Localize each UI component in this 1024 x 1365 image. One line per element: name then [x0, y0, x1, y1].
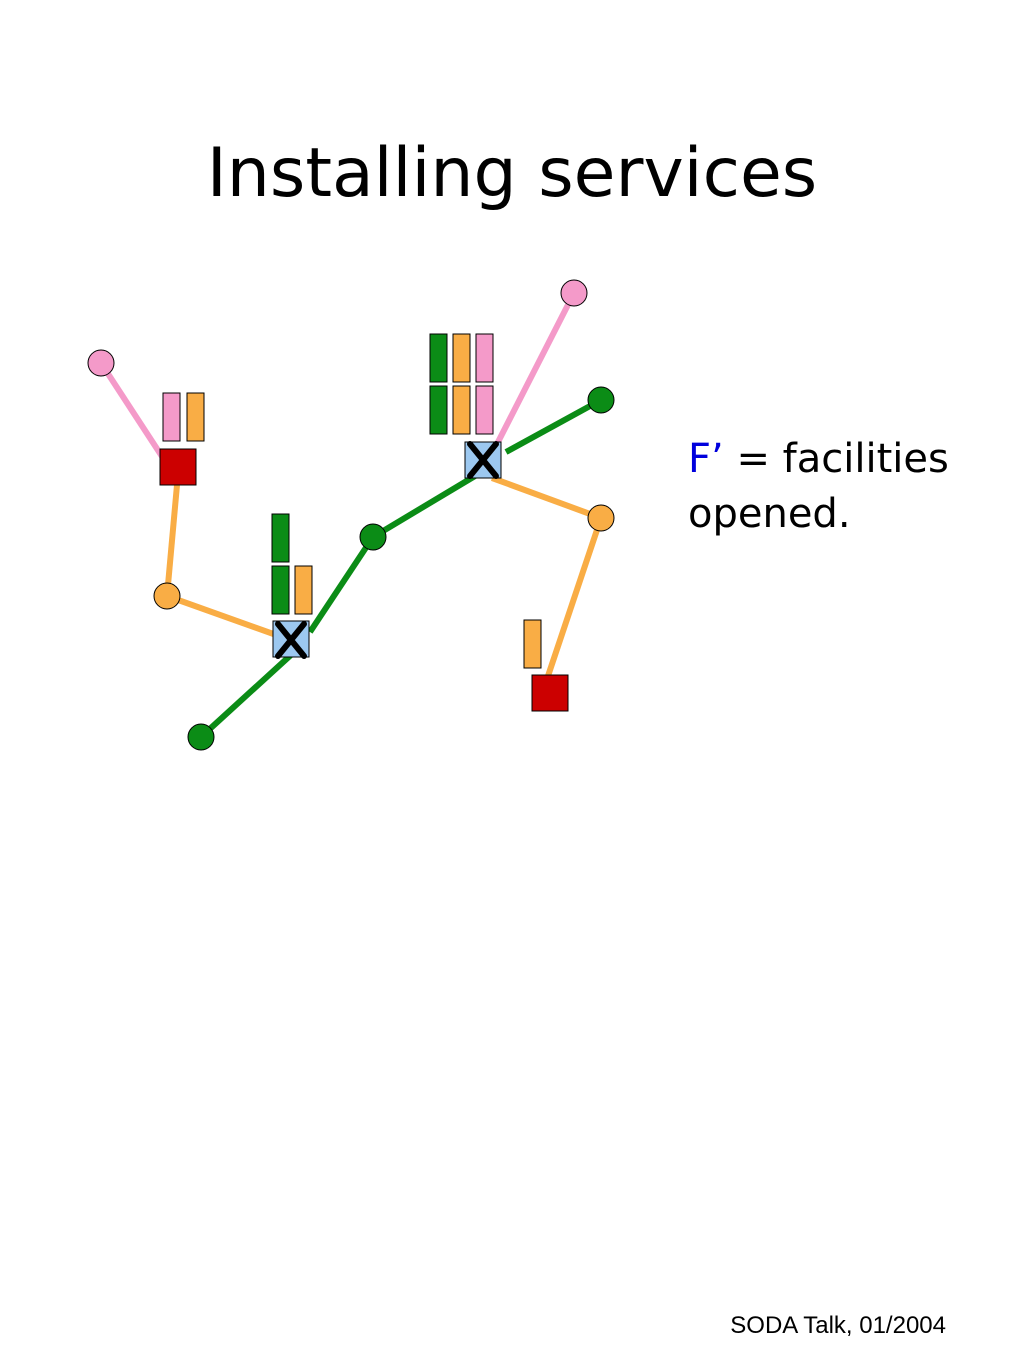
opened-facility	[272, 620, 310, 659]
service-bars-left	[162, 392, 205, 442]
f-prime-symbol: F’	[688, 436, 724, 482]
client-node-pink	[560, 279, 588, 307]
edge-green-lower	[198, 651, 295, 740]
edge-orange-right-down	[545, 517, 604, 677]
footer: SODA Talk, 01/2004	[730, 1312, 946, 1339]
edges	[98, 291, 604, 740]
x-mark-icon	[275, 621, 307, 659]
service-bar-green	[429, 385, 448, 435]
service-bar-pink	[475, 333, 494, 383]
service-bar-orange	[523, 619, 542, 669]
service-bars-middle	[271, 513, 313, 615]
client-node-green	[587, 386, 615, 414]
slide-title: Installing services	[206, 134, 818, 213]
facility-square-red	[159, 448, 197, 486]
edge-orange-left-vertical	[164, 484, 180, 597]
service-bar-green	[271, 565, 290, 615]
caption-text-line1: = facilities	[723, 436, 949, 482]
edge-orange-right	[490, 475, 603, 521]
edge-green-right	[504, 397, 603, 455]
service-bar-orange	[452, 385, 471, 435]
edge-pink-left	[98, 361, 166, 460]
caption: F’ = facilities opened.	[688, 432, 988, 542]
edge-green-upper	[371, 473, 477, 540]
service-bar-pink	[162, 392, 181, 442]
service-bar-pink	[475, 385, 494, 435]
service-bar-green	[271, 513, 290, 563]
service-bar-orange	[186, 392, 205, 442]
client-nodes	[87, 279, 615, 751]
service-bars-right	[523, 619, 542, 669]
service-bar-orange	[452, 333, 471, 383]
client-node-orange	[587, 504, 615, 532]
service-bar-green	[429, 333, 448, 383]
closed-facilities	[159, 448, 569, 712]
edge-orange-left-to-facility	[165, 593, 281, 639]
service-bars-top	[429, 333, 494, 435]
edge-green-mid	[307, 535, 376, 634]
edge-pink-right	[493, 291, 577, 448]
facility-square-red	[531, 674, 569, 712]
client-node-green	[187, 723, 215, 751]
client-node-pink	[87, 349, 115, 377]
service-bar-orange	[294, 565, 313, 615]
client-node-green	[359, 523, 387, 551]
opened-facility	[464, 441, 502, 479]
caption-text-line2: opened.	[688, 491, 851, 537]
client-node-orange	[153, 582, 181, 610]
x-mark-icon	[467, 441, 499, 479]
